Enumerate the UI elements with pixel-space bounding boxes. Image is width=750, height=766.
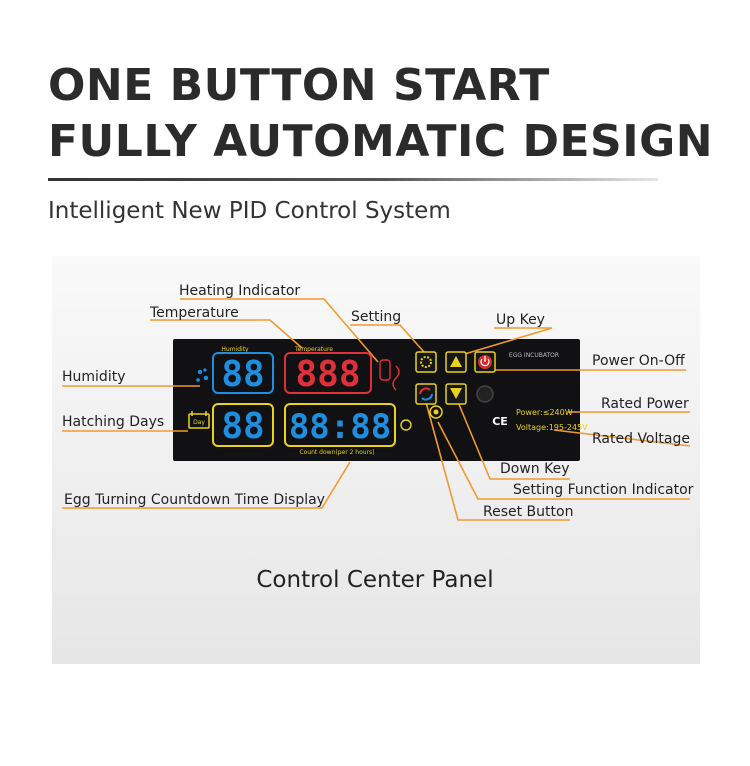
humidity-display: 88 [221,354,264,395]
label-egg-turning-countdown: Egg Turning Countdown Time Display [64,492,325,508]
label-heating-indicator: Heating Indicator [179,283,301,299]
panel-caption: Control Center Panel [256,567,494,593]
label-rated-voltage: Rated Voltage [592,431,690,447]
temperature-display-frame [284,352,372,394]
day-icon-label: Day [193,419,205,426]
humidity-drops-icon [196,368,209,382]
power-spec: Power:≤240W [516,408,573,417]
leader-down-key [457,401,570,480]
label-rated-power: Rated Power [601,396,689,412]
leader-setting [350,324,425,353]
panel-humidity-caption: Humidity [221,346,249,353]
panel-egg-incubator-caption: EGG INCUBATOR [509,352,559,359]
day-calendar-icon: Day [188,411,210,429]
setting-function-indicator [429,405,443,419]
reset-button[interactable] [415,383,437,405]
title-divider [48,178,658,181]
leader-rated-voltage [553,429,691,447]
arrow-down-icon [450,388,462,399]
countdown-display-frame [284,403,396,447]
humidity-display-frame [212,352,274,394]
label-down-key: Down Key [500,461,570,477]
headline-line-1: ONE BUTTON START [48,60,550,111]
leader-countdown [62,461,351,509]
label-reset-button: Reset Button [483,504,574,520]
setting-button[interactable] [415,351,437,373]
label-setting: Setting [351,309,402,325]
power-button[interactable] [474,351,496,373]
headline-line-2: FULLY AUTOMATIC DESIGN [48,116,714,167]
label-power-on-off: Power On-Off [592,353,685,369]
leader-lines [62,298,691,521]
voltage-spec: Voltage:195-245V [516,423,588,432]
indicator-light-icon [433,409,439,415]
temperature-display: 888 [295,354,360,395]
days-display: 88 [221,406,264,447]
headline: ONE BUTTON START FULLY AUTOMATIC DESIGN [48,58,713,170]
leader-temperature [150,319,303,349]
leader-up-key [457,327,553,357]
down-key-button[interactable] [445,383,467,405]
panel-knob [476,385,494,403]
days-display-frame [212,403,274,447]
leader-heating [180,298,379,363]
up-key-button[interactable] [445,351,467,373]
ce-mark-icon: CE [492,415,508,428]
label-temperature: Temperature [150,305,239,321]
label-humidity: Humidity [62,369,126,385]
gear-icon [420,356,432,368]
arrow-up-icon [450,356,462,367]
subtitle: Intelligent New PID Control System [48,198,451,224]
panel-countdown-caption: Count down(per 2 hours) [299,449,374,456]
leader-sfi [437,421,690,500]
leader-reset [423,394,570,521]
label-hatching-days: Hatching Days [62,414,165,430]
panel-temperature-caption: Temperature [294,346,333,353]
countdown-display: 88:88 [289,407,391,447]
reset-icon [419,387,431,395]
label-up-key: Up Key [496,312,545,328]
label-setting-function-indicator: Setting Function Indicator [513,482,694,498]
turn-clock-icon [400,419,412,431]
heating-indicator-icon [379,359,400,391]
